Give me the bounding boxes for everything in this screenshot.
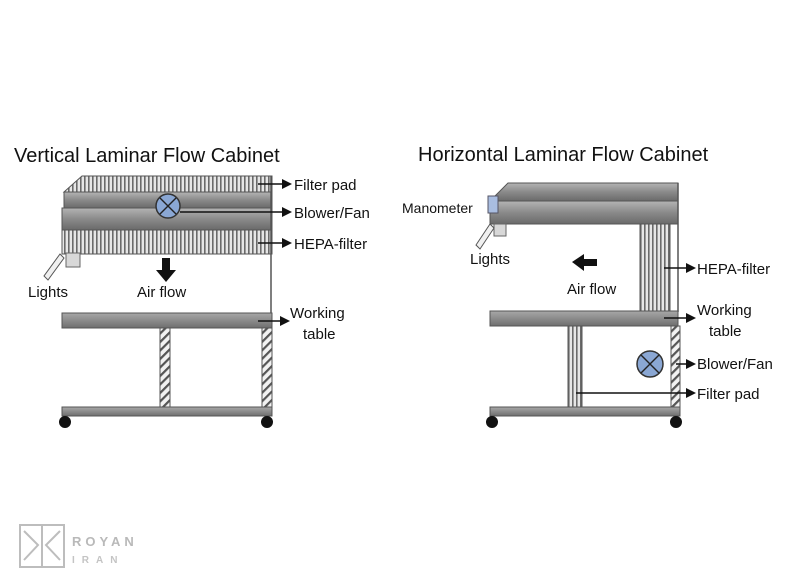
horizontal-fan-icon bbox=[636, 350, 664, 378]
horizontal-leg-back bbox=[670, 325, 681, 408]
vertical-base bbox=[61, 406, 273, 417]
vertical-wheel-left bbox=[59, 416, 71, 428]
horizontal-airflow-label: Air flow bbox=[567, 281, 616, 298]
vertical-lights-label: Lights bbox=[28, 284, 68, 301]
vertical-filter-pad-label: Filter pad bbox=[294, 177, 357, 194]
horizontal-filter-pad-label: Filter pad bbox=[697, 386, 760, 403]
horizontal-manometer-icon bbox=[487, 195, 499, 214]
royan-iran-logo: ROYAN IRAN bbox=[19, 524, 138, 568]
vertical-airflow-arrow-icon bbox=[156, 258, 176, 282]
vertical-leg-front bbox=[159, 327, 171, 409]
horizontal-base bbox=[489, 406, 681, 417]
vertical-working-table bbox=[61, 312, 273, 329]
vertical-working-label: Working bbox=[290, 305, 345, 322]
horizontal-airflow-arrow-icon bbox=[572, 254, 597, 271]
horizontal-top-plenum bbox=[489, 200, 679, 225]
vertical-blower-label: Blower/Fan bbox=[294, 205, 370, 222]
vertical-airflow-label: Air flow bbox=[137, 284, 186, 301]
vertical-title: Vertical Laminar Flow Cabinet bbox=[14, 145, 280, 167]
logo-sub-text: IRAN bbox=[72, 555, 124, 566]
vertical-leg-back bbox=[261, 327, 273, 409]
vertical-wheel-right bbox=[261, 416, 273, 428]
horizontal-hepa-label: HEPA-filter bbox=[697, 261, 770, 278]
horizontal-under-filter-pad bbox=[567, 325, 583, 408]
horizontal-lights-label: Lights bbox=[470, 251, 510, 268]
horizontal-light-icon bbox=[475, 223, 507, 250]
horizontal-wheel-left bbox=[486, 416, 498, 428]
horizontal-blower-label: Blower/Fan bbox=[697, 356, 773, 373]
horizontal-working-label: Working bbox=[697, 302, 752, 319]
vertical-table-label: table bbox=[303, 326, 336, 343]
vertical-filter-pad bbox=[62, 175, 273, 193]
horizontal-cabinet: Horizontal Laminar Flow Cabinet bbox=[402, 144, 773, 428]
vertical-fan-icon bbox=[155, 193, 181, 219]
horizontal-wheel-right bbox=[670, 416, 682, 428]
horizontal-table-label: table bbox=[709, 323, 742, 340]
vertical-light-icon bbox=[43, 252, 81, 281]
vertical-hepa-label: HEPA-filter bbox=[294, 236, 367, 253]
vertical-cabinet: Vertical Laminar Flow Cabinet bbox=[14, 145, 370, 428]
horizontal-top-housing bbox=[488, 182, 679, 202]
vertical-hepa-filter bbox=[61, 229, 273, 255]
horizontal-manometer-label: Manometer bbox=[402, 200, 473, 216]
logo-main-text: ROYAN bbox=[72, 534, 138, 549]
logo-mark-icon bbox=[19, 524, 65, 568]
horizontal-working-table bbox=[489, 310, 679, 327]
horizontal-title: Horizontal Laminar Flow Cabinet bbox=[418, 144, 709, 166]
